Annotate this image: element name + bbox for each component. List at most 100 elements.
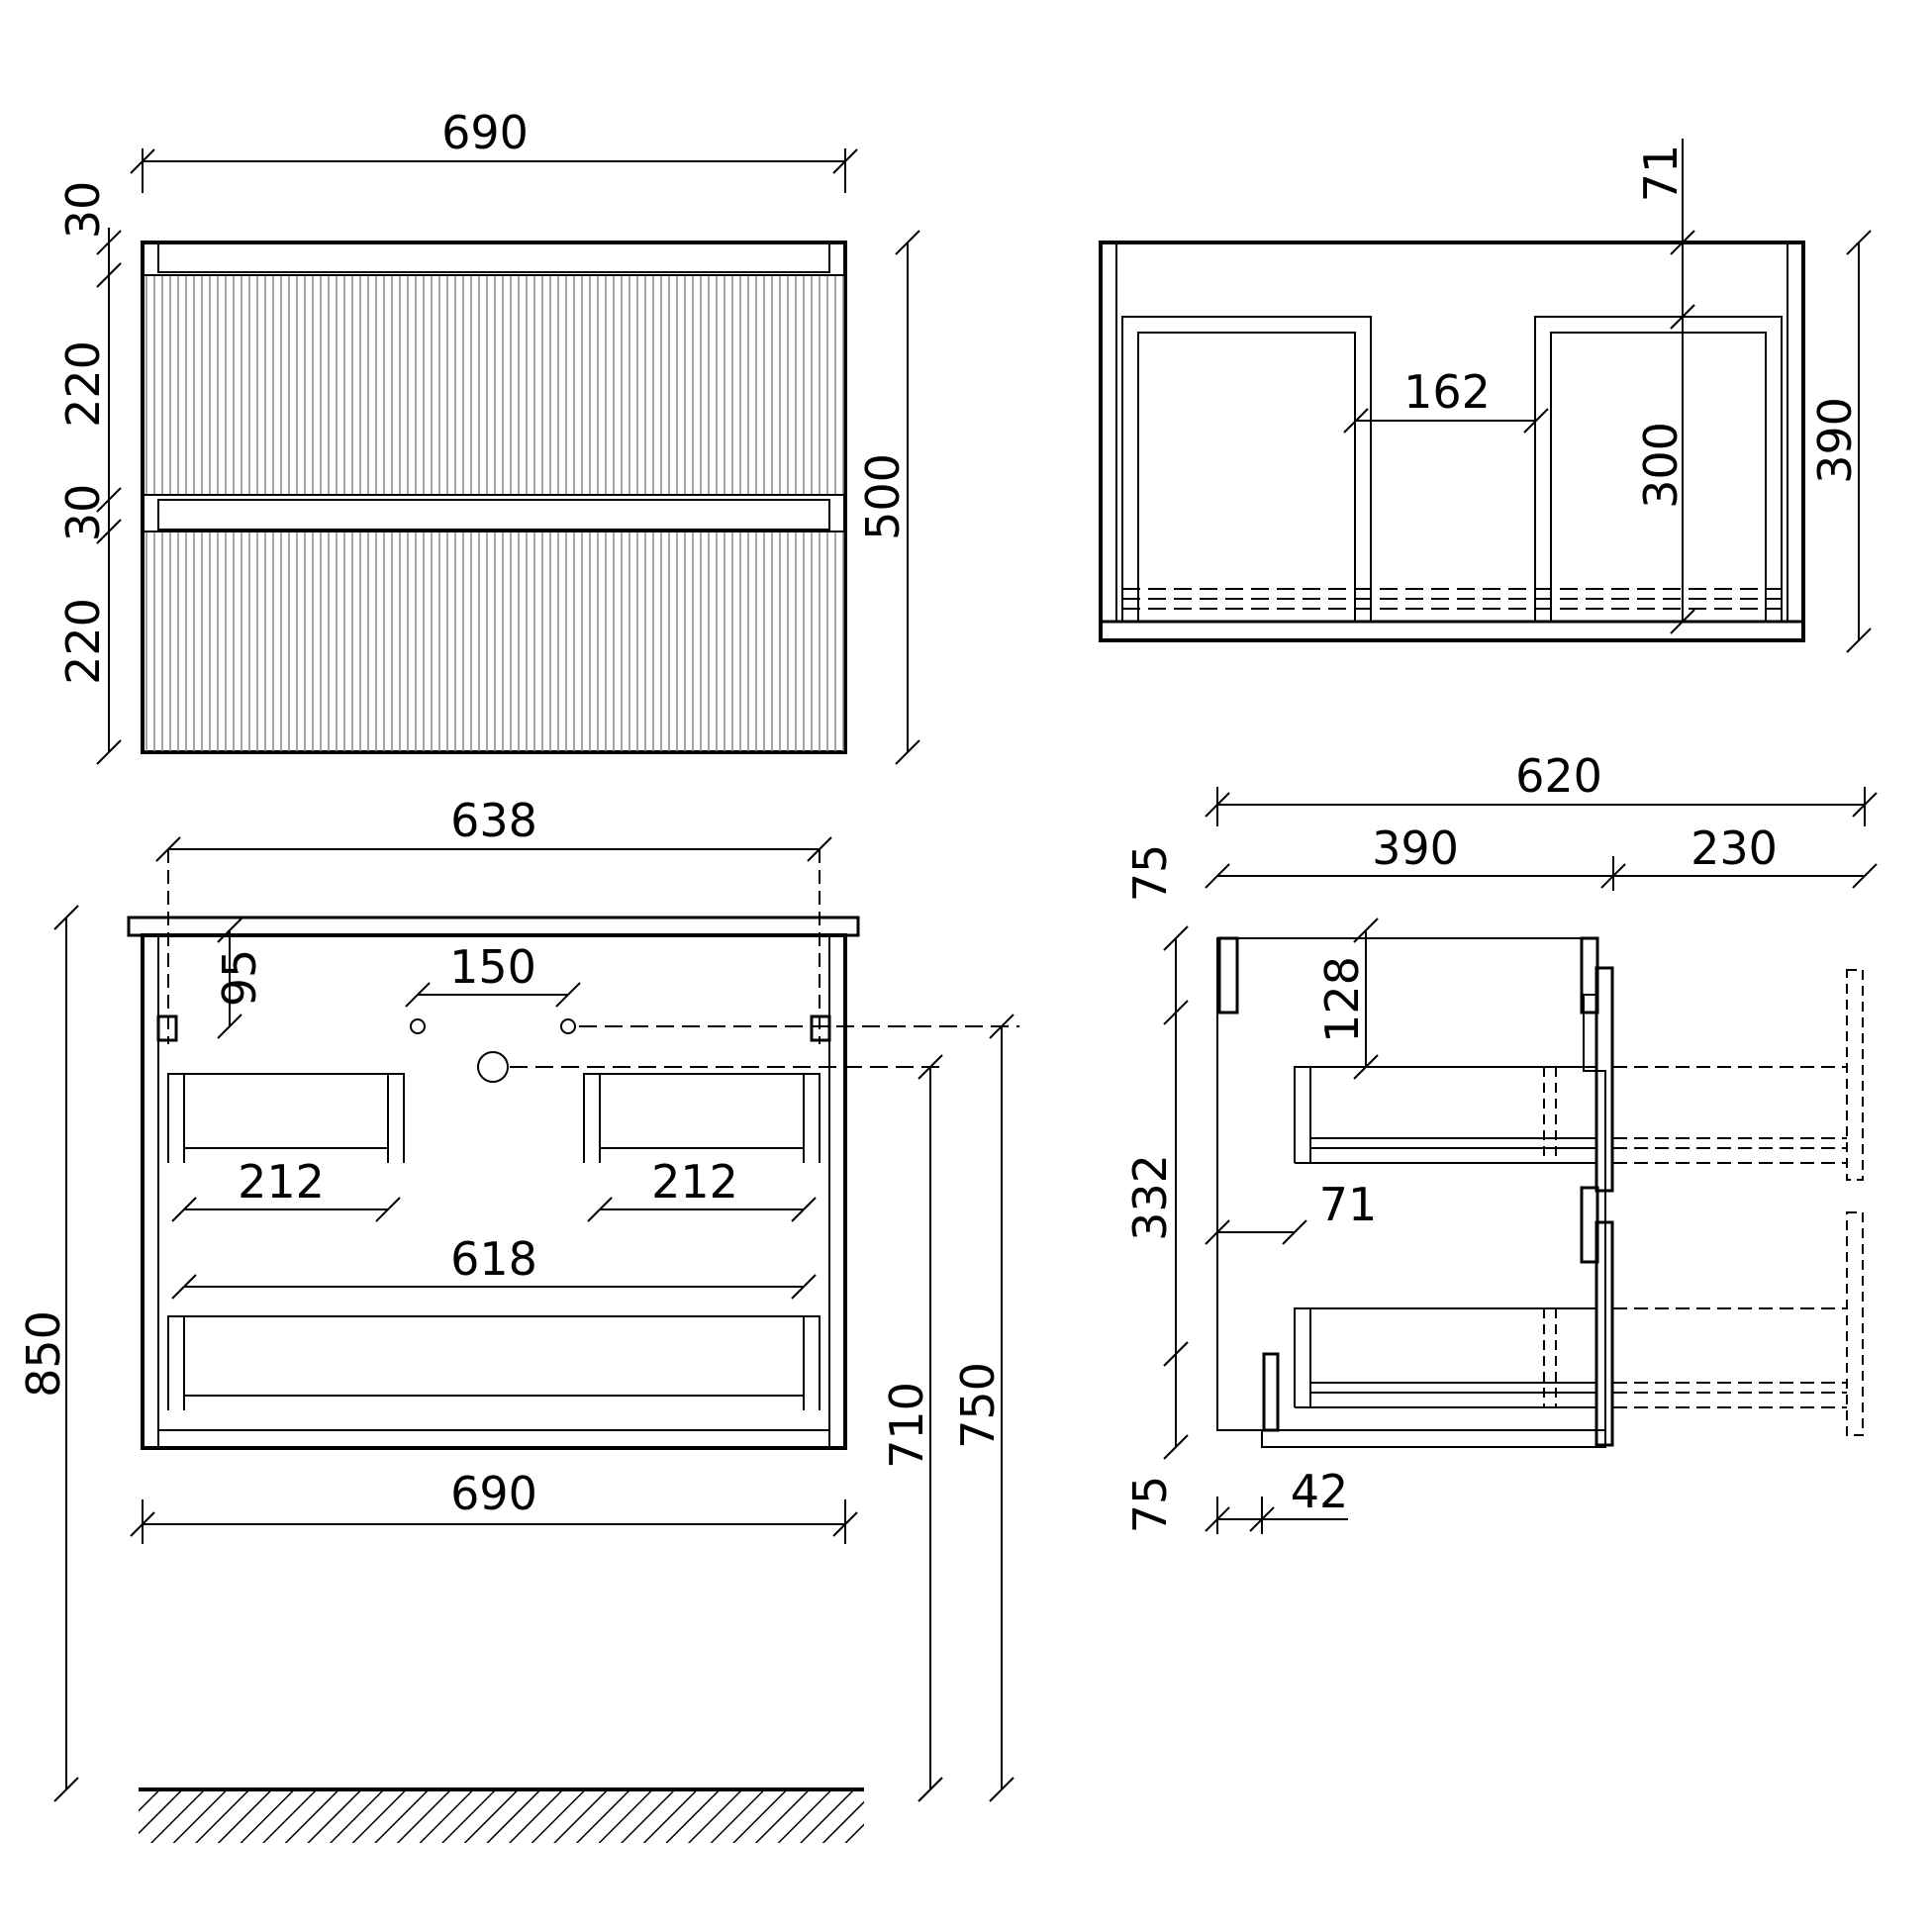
dim-tick bbox=[96, 739, 122, 765]
dim-tick bbox=[895, 230, 920, 255]
top-cabinet-outline bbox=[1099, 241, 1805, 642]
dim-top-inner-depth: 300 bbox=[1634, 422, 1688, 509]
dim-tick bbox=[155, 836, 181, 862]
front-view: 690 500 30 220 30 220 bbox=[56, 106, 920, 765]
dim-tick bbox=[1205, 863, 1230, 889]
dim-opening-bottom: 618 bbox=[450, 1232, 537, 1286]
extended-drawer-front-lower bbox=[1846, 1211, 1864, 1436]
dim-tick bbox=[1343, 408, 1369, 434]
side-top-front-panel bbox=[1217, 936, 1239, 1014]
back-countertop bbox=[127, 916, 860, 937]
dim-tick bbox=[171, 1197, 197, 1222]
back-cabinet-outline bbox=[141, 933, 847, 1450]
back-opening-right bbox=[583, 1073, 821, 1163]
dim-tick bbox=[96, 487, 122, 513]
dim-tick bbox=[895, 739, 920, 765]
side-drawer-upper bbox=[1294, 1066, 1595, 1164]
dim-front-gap-mid: 30 bbox=[56, 484, 110, 542]
dim-tick bbox=[405, 982, 431, 1008]
dim-tick bbox=[1670, 230, 1695, 255]
dim-mount-span: 638 bbox=[450, 794, 537, 847]
drawer-front-top bbox=[142, 274, 846, 496]
dim-tick bbox=[1846, 628, 1872, 653]
side-cabinet-outline bbox=[1216, 937, 1606, 1448]
dim-tick bbox=[1353, 918, 1379, 943]
dim-tick bbox=[1205, 1506, 1230, 1532]
dim-side-total: 620 bbox=[1515, 749, 1602, 803]
dim-tick bbox=[918, 1054, 943, 1080]
dim-tick bbox=[1205, 792, 1230, 818]
dim-tick bbox=[791, 1197, 817, 1222]
dim-tick bbox=[217, 1014, 242, 1039]
dim-side-panel: 42 bbox=[1291, 1465, 1349, 1518]
dim-mount-offset: 95 bbox=[213, 949, 266, 1008]
drain-hole-left bbox=[410, 1018, 426, 1034]
floor-hatch bbox=[139, 1791, 864, 1843]
front-top-rail bbox=[157, 242, 830, 273]
dim-side-handle: 128 bbox=[1315, 956, 1369, 1043]
dim-tick bbox=[375, 1197, 401, 1222]
dim-tick bbox=[1163, 1000, 1189, 1025]
dim-tick bbox=[53, 905, 79, 930]
side-drawer-lower bbox=[1294, 1307, 1595, 1408]
dim-tick bbox=[832, 148, 858, 174]
back-opening-bottom bbox=[167, 1315, 821, 1410]
dim-tick bbox=[130, 148, 155, 174]
dim-side-inset: 71 bbox=[1319, 1178, 1378, 1231]
dim-tick bbox=[1205, 1219, 1230, 1245]
side-bottom-front-panel bbox=[1262, 1352, 1280, 1432]
extended-drawer-front-upper bbox=[1846, 969, 1864, 1181]
dim-front-gap-top: 30 bbox=[56, 181, 110, 240]
dim-tick bbox=[1163, 1434, 1189, 1460]
dim-tick bbox=[96, 230, 122, 255]
drain-hole-right bbox=[560, 1018, 576, 1034]
dim-opening-left: 212 bbox=[238, 1155, 325, 1208]
dim-tick bbox=[96, 519, 122, 544]
dim-top-depth: 390 bbox=[1808, 397, 1862, 484]
dim-tick bbox=[989, 1777, 1014, 1802]
dim-tick bbox=[1523, 408, 1549, 434]
dim-tick bbox=[1163, 925, 1189, 951]
dim-opening-right: 212 bbox=[651, 1155, 738, 1208]
dim-front-drawer-bottom: 220 bbox=[56, 598, 110, 685]
side-view: 620 390 230 75 332 75 128 71 bbox=[1123, 749, 1878, 1534]
dim-side-travel: 230 bbox=[1690, 821, 1778, 875]
dim-front-width: 690 bbox=[441, 106, 529, 159]
front-mid-rail bbox=[157, 499, 830, 531]
dim-front-drawer-top: 220 bbox=[56, 340, 110, 428]
dim-tick bbox=[807, 836, 832, 862]
dim-tick bbox=[96, 262, 122, 288]
dim-tick bbox=[1846, 230, 1872, 255]
dim-drain-spacing: 150 bbox=[449, 940, 536, 994]
dim-tick bbox=[1670, 304, 1695, 330]
dim-tick bbox=[791, 1274, 817, 1300]
dim-back-width: 690 bbox=[450, 1467, 537, 1520]
dim-front-height: 500 bbox=[856, 453, 910, 540]
dim-top-offset: 71 bbox=[1634, 145, 1688, 203]
dim-mount-height: 750 bbox=[951, 1362, 1005, 1449]
dim-tick bbox=[918, 1777, 943, 1802]
dim-side-body-height: 332 bbox=[1123, 1154, 1177, 1241]
dim-side-gap-bottom: 75 bbox=[1123, 1476, 1177, 1534]
dim-top-spacing: 162 bbox=[1403, 365, 1491, 419]
dim-drain-height: 710 bbox=[880, 1382, 933, 1469]
dim-side-body: 390 bbox=[1372, 821, 1459, 875]
dim-tick bbox=[832, 1511, 858, 1537]
dim-tick bbox=[1282, 1219, 1307, 1245]
dim-tick bbox=[1163, 1341, 1189, 1367]
dim-tick bbox=[1852, 792, 1878, 818]
dim-tick bbox=[217, 918, 242, 943]
dim-tick bbox=[989, 1014, 1014, 1039]
top-drawer-left bbox=[1121, 316, 1372, 622]
dim-tick bbox=[53, 1777, 79, 1802]
side-upper-back-rail bbox=[1594, 966, 1614, 1193]
dim-tick bbox=[1670, 609, 1695, 634]
dim-tick bbox=[555, 982, 581, 1008]
back-view: 638 95 150 212 212 618 690 bbox=[17, 794, 1019, 1843]
drain-outlet bbox=[477, 1051, 509, 1083]
dim-tick bbox=[171, 1274, 197, 1300]
dim-tick bbox=[587, 1197, 613, 1222]
dim-side-gap-top: 75 bbox=[1123, 844, 1177, 903]
